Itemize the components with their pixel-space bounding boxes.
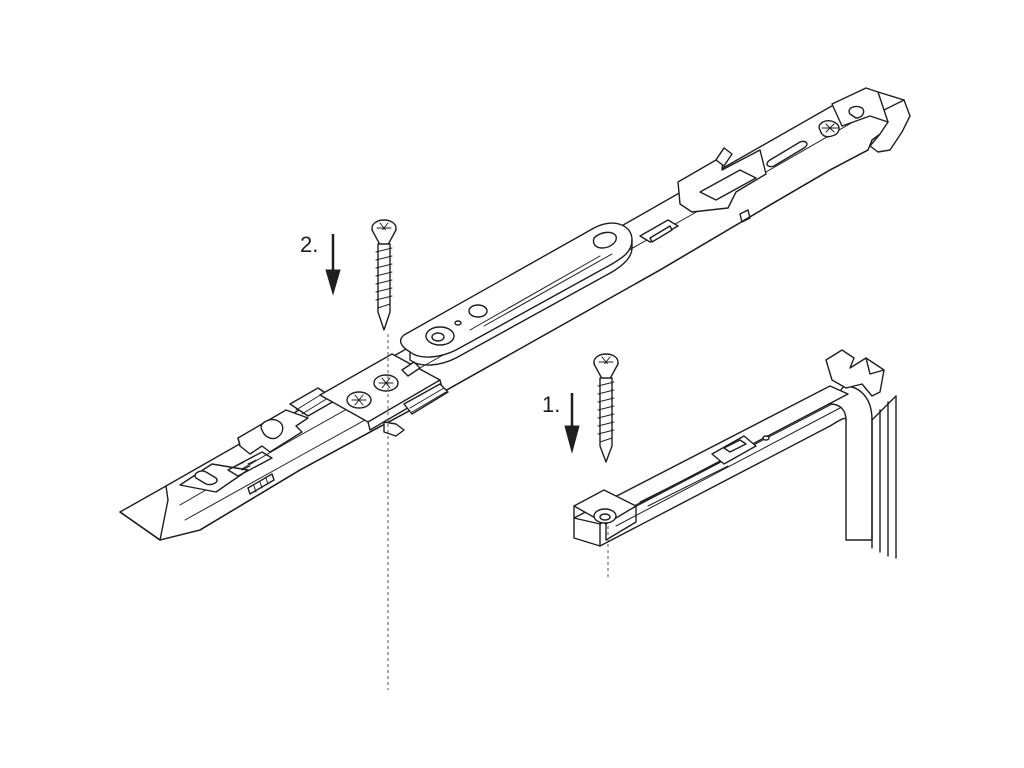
long-hardware-rail [119, 87, 911, 541]
corner-frame-profile [573, 349, 897, 559]
down-arrow-icon [325, 234, 341, 296]
step-1-label: 1. [542, 392, 560, 417]
step-2-label: 2. [300, 232, 318, 257]
screw-1-icon [593, 353, 619, 463]
screw-2-icon [371, 219, 397, 331]
down-arrow-icon [564, 393, 580, 454]
